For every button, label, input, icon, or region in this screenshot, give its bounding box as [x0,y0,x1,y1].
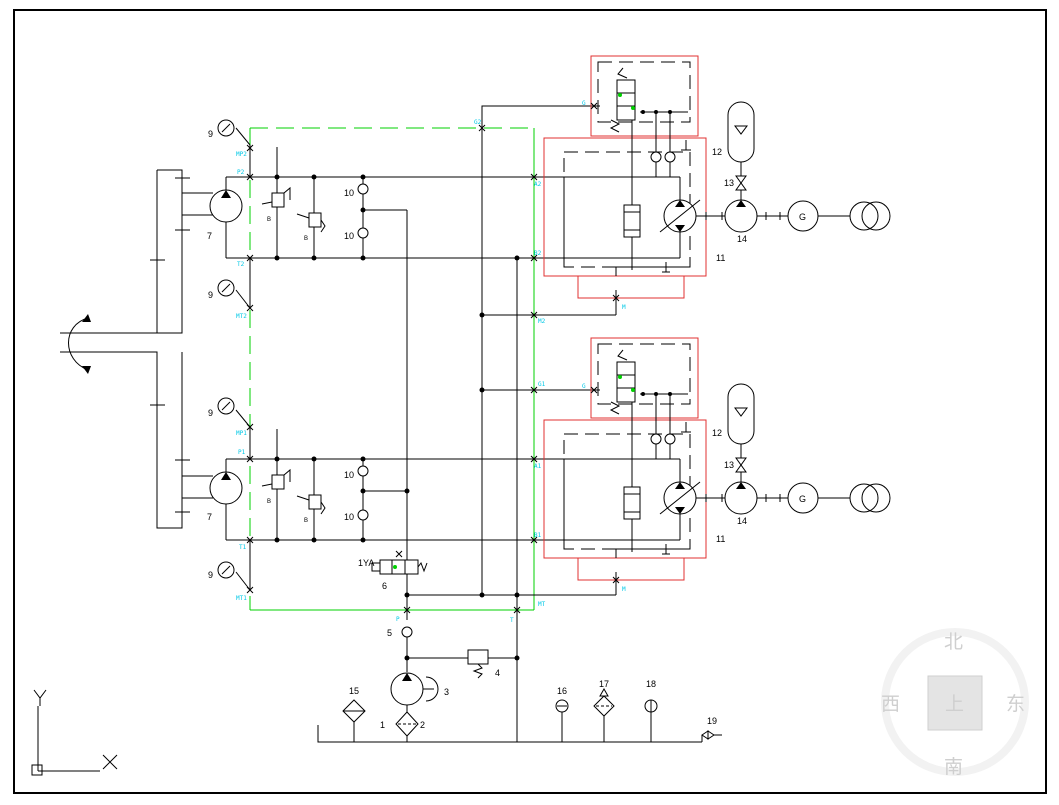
label-16: 16 [557,686,567,696]
compass-west: 西 [881,693,900,715]
label-9: 9 [208,290,213,300]
port-m2: M2 [538,318,546,325]
compass-center: 上 [945,693,964,715]
port-mp2: MP2 [236,151,247,158]
port-a1: A1 [534,463,542,470]
label-2: 2 [420,720,425,730]
label-solenoid: 1YA [358,558,374,568]
relief-valve-icon [271,192,285,208]
variable-pump-unit-top [543,55,726,302]
check-valve-icon [357,509,369,521]
label-6: 6 [382,581,387,591]
label-7: 7 [207,231,212,241]
label-9: 9 [208,570,213,580]
port-p2: P2 [237,169,245,176]
directional-valve-icon [379,559,419,575]
trunk-lines [404,105,617,742]
relief-valve-icon [308,212,322,228]
label-9: 9 [208,408,213,418]
port-mt2: MT2 [236,313,247,320]
check-valve-icon [401,626,413,638]
label-10: 10 [344,231,354,241]
port-b: B [267,217,271,223]
label-9: 9 [208,129,213,139]
label-14: 14 [737,234,747,244]
port-t: T [510,617,514,624]
drive-shaft [60,169,213,529]
drawing-frame [13,9,1047,794]
label-17: 17 [599,679,609,689]
port-b: B [304,236,308,242]
label-10: 10 [344,512,354,522]
check-valve-icon [357,465,369,477]
drive-train-bottom [724,383,891,515]
port-m: M [622,586,626,593]
compass-south: 南 [944,756,963,778]
label-1: 1 [380,720,385,730]
compass-north: 北 [944,631,963,653]
label-15: 15 [349,686,359,696]
label-5: 5 [387,628,392,638]
label-7: 7 [207,512,212,522]
port-g: G [582,100,586,107]
check-valve-icon [357,183,369,195]
label-12: 12 [712,428,722,438]
port-t1: T1 [239,544,247,551]
label-11: 11 [716,253,725,263]
port-b1: B1 [534,532,542,539]
label-18: 18 [646,679,656,689]
label-19: 19 [707,716,717,726]
label-13: 13 [724,460,734,470]
label-generator: G [799,212,806,222]
ucs-axis-icon [31,689,118,776]
label-10: 10 [344,188,354,198]
variable-pump-unit-bottom [543,337,726,584]
compass-east: 东 [1006,693,1025,715]
drive-train-top [724,101,891,233]
check-valve-icon [357,227,369,239]
label-12: 12 [712,147,722,157]
supply-section [317,550,722,743]
label-3: 3 [444,687,449,697]
label-11: 11 [716,534,725,544]
port-m: M [622,304,626,311]
port-a2: A2 [534,181,542,188]
transformer-icon [849,201,879,231]
label-generator: G [799,494,806,504]
relief-valve-icon [271,474,285,490]
port-b2: B2 [534,250,542,257]
port-g1: G1 [538,381,546,388]
viewcube-compass: 北 南 西 东 上 [881,628,1029,778]
label-10: 10 [344,470,354,480]
port-g: G [582,383,586,390]
transformer-icon [849,483,879,513]
port-labels: MP2 P2 T2 MT2 MP1 P1 T1 MT1 A2 B2 A1 B1 … [236,100,626,624]
port-p1: P1 [238,449,246,456]
port-p: P [396,616,400,623]
port-b: B [267,499,271,505]
port-t2: T2 [237,261,245,268]
port-mp1: MP1 [236,430,247,437]
lower-circuit [209,386,680,614]
label-13: 13 [724,178,734,188]
upper-circuit [209,119,680,595]
port-mt1: MT1 [236,595,247,602]
relief-valve-icon [308,494,322,510]
pilot-lines [249,127,535,611]
label-4: 4 [495,668,500,678]
port-g2: G2 [474,119,482,126]
label-14: 14 [737,516,747,526]
component-labels: 9 9 9 9 7 7 10 10 10 10 11 11 12 12 13 1… [207,129,806,730]
port-mt: MT [538,601,546,608]
port-b: B [304,518,308,524]
relief-valve-icon [467,649,489,665]
